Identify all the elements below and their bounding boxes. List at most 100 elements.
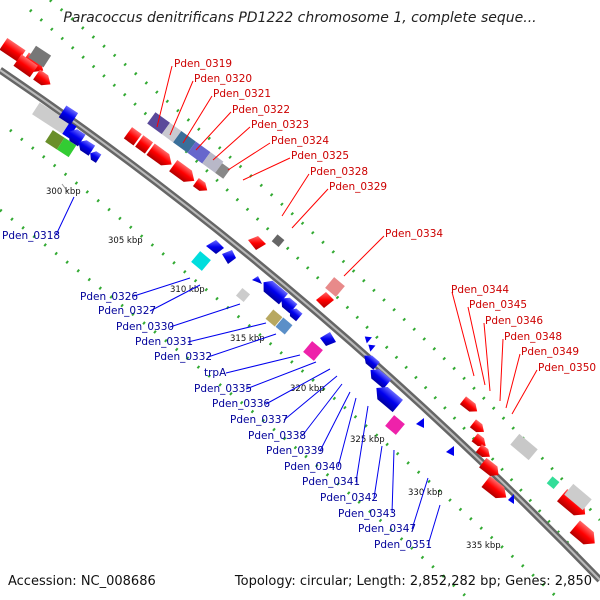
gene-feature[interactable] [222, 250, 236, 264]
gene-label[interactable]: Pden_0347 [358, 523, 416, 535]
gene-feature[interactable] [187, 141, 211, 164]
gene-feature[interactable] [123, 127, 142, 146]
gene-feature[interactable] [56, 137, 77, 158]
leader-line [169, 80, 194, 136]
gene-feature[interactable] [416, 418, 424, 428]
gene-label[interactable]: Pden_0346 [485, 315, 543, 327]
gene-feature[interactable] [192, 178, 210, 194]
gene-label[interactable]: Pden_0319 [174, 58, 232, 70]
gene-label[interactable]: Pden_0348 [504, 331, 562, 343]
gene-feature[interactable] [252, 276, 262, 284]
scale-label: 305 kbp [108, 236, 143, 246]
gene-feature[interactable] [481, 476, 510, 503]
gene-feature[interactable] [361, 352, 380, 370]
gene-feature[interactable] [191, 251, 211, 271]
gene-label[interactable]: Pden_0337 [230, 414, 288, 426]
gene-label[interactable]: Pden_0331 [135, 336, 193, 348]
gene-label[interactable]: Pden_0335 [194, 383, 252, 395]
gene-feature[interactable] [316, 292, 334, 308]
gene-feature[interactable] [367, 365, 392, 389]
gene-feature[interactable] [385, 415, 405, 435]
gene-feature[interactable] [510, 433, 538, 461]
gene-feature[interactable] [303, 341, 323, 361]
gene-label[interactable]: Pden_0322 [232, 104, 290, 116]
gene-label[interactable]: Pden_0349 [521, 346, 579, 358]
gene-feature[interactable] [479, 457, 502, 480]
gene-feature[interactable] [146, 143, 175, 171]
gene-label[interactable]: Pden_0325 [291, 150, 349, 162]
gene-label[interactable]: Pden_0334 [385, 228, 443, 240]
gene-feature[interactable] [564, 483, 592, 511]
gene-label[interactable]: Pden_0329 [329, 181, 387, 193]
gene-feature[interactable] [277, 294, 298, 314]
gene-feature[interactable] [62, 122, 77, 139]
gene-feature[interactable] [75, 137, 96, 156]
gene-feature[interactable] [206, 240, 224, 254]
leader-line [225, 354, 301, 374]
gene-label[interactable]: trpA [204, 367, 227, 379]
gene-feature[interactable] [32, 102, 70, 134]
gene-label[interactable]: Pden_0321 [213, 88, 271, 100]
gene-feature[interactable] [0, 38, 26, 62]
gene-feature[interactable] [459, 396, 480, 415]
gene-feature[interactable] [173, 131, 196, 153]
chromosome-backbone-highlight [0, 69, 600, 581]
reverse-strand-features[interactable] [23, 92, 514, 504]
gene-label[interactable]: Pden_0351 [374, 539, 432, 551]
gene-feature[interactable] [271, 234, 285, 248]
gene-label[interactable]: Pden_0340 [284, 461, 342, 473]
gene-label[interactable]: Pden_0320 [194, 73, 252, 85]
gene-feature[interactable] [202, 152, 224, 173]
gene-label[interactable]: Pden_0350 [538, 362, 596, 374]
gene-label[interactable]: Pden_0324 [271, 135, 329, 147]
gene-feature[interactable] [320, 332, 336, 346]
gene-label[interactable]: Pden_0344 [451, 284, 509, 296]
forward-strand-features[interactable] [0, 38, 600, 550]
gene-label[interactable]: Pden_0339 [266, 445, 324, 457]
gene-feature[interactable] [33, 69, 54, 90]
other-features[interactable] [28, 45, 592, 511]
gene-feature[interactable] [265, 309, 283, 327]
gene-label[interactable]: Pden_0345 [469, 299, 527, 311]
gene-feature[interactable] [325, 277, 345, 297]
gene-feature[interactable] [508, 494, 514, 504]
gene-feature[interactable] [546, 476, 560, 490]
gene-label[interactable]: Pden_0338 [248, 430, 306, 442]
gene-label[interactable]: Pden_0318 [2, 230, 60, 242]
gene-label[interactable]: Pden_0328 [310, 166, 368, 178]
gene-feature[interactable] [13, 54, 38, 78]
gene-label[interactable]: Pden_0323 [251, 119, 309, 131]
gene-feature[interactable] [446, 446, 454, 456]
gene-feature[interactable] [58, 105, 79, 125]
gene-feature[interactable] [215, 163, 231, 179]
gene-feature[interactable] [469, 419, 487, 435]
gene-feature[interactable] [569, 520, 600, 550]
gene-label[interactable]: Pden_0332 [154, 351, 212, 363]
gene-feature[interactable] [362, 333, 372, 344]
gene-label[interactable]: Pden_0342 [320, 492, 378, 504]
gene-feature[interactable] [366, 342, 376, 352]
gene-label[interactable]: Pden_0326 [80, 291, 138, 303]
gene-feature[interactable] [557, 489, 590, 521]
gene-feature[interactable] [28, 45, 52, 68]
gene-label[interactable]: Pden_0336 [212, 398, 270, 410]
gene-feature[interactable] [287, 306, 303, 322]
gene-label[interactable]: Pden_0341 [302, 476, 360, 488]
gene-feature[interactable] [248, 236, 266, 250]
gene-feature[interactable] [65, 126, 86, 147]
gene-label[interactable]: Pden_0330 [116, 321, 174, 333]
gene-feature[interactable] [135, 135, 154, 154]
topology-summary: Topology: circular; Length: 2,852,282 bp… [234, 574, 592, 589]
gene-feature[interactable] [169, 159, 198, 187]
gene-feature[interactable] [45, 130, 65, 150]
gene-feature[interactable] [471, 433, 489, 449]
gene-feature[interactable] [371, 382, 403, 413]
gene-feature[interactable] [475, 444, 493, 460]
gene-feature[interactable] [88, 149, 102, 163]
gene-label[interactable]: Pden_0343 [338, 508, 396, 520]
gene-feature[interactable] [147, 112, 170, 135]
gene-label[interactable]: Pden_0327 [98, 305, 156, 317]
gene-feature[interactable] [235, 287, 251, 303]
gene-feature[interactable] [275, 317, 293, 335]
